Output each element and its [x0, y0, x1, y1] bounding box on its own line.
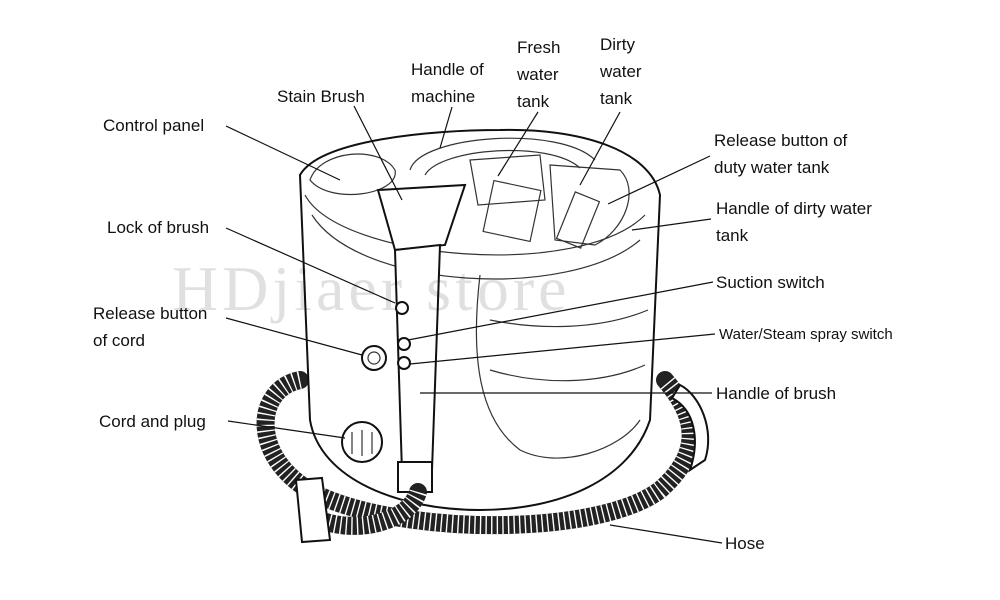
label-hose: Hose	[725, 534, 765, 553]
label-handle-dirty-tank-1: Handle of dirty water	[716, 199, 872, 218]
label-handle-of-brush: Handle of brush	[716, 384, 836, 403]
label-stain-brush: Stain Brush	[277, 87, 365, 106]
machine-handle	[409, 137, 596, 171]
label-dirty-water-tank-3: tank	[600, 89, 633, 108]
label-handle-dirty-tank-2: tank	[716, 226, 749, 245]
dirty-tank-shape	[549, 164, 630, 246]
control-panel-shape	[309, 153, 396, 196]
label-release-button-cord-1: Release button	[93, 304, 207, 323]
label-suction-switch: Suction switch	[716, 273, 825, 292]
labels: Control panel Stain Brush Handle of mach…	[93, 35, 893, 553]
label-cord-and-plug: Cord and plug	[99, 412, 206, 431]
watermark-text: HDjiaer store	[172, 253, 571, 324]
machine-illustration	[256, 128, 710, 544]
stain-brush-shape	[376, 183, 467, 252]
leader-lines	[225, 105, 723, 544]
label-handle-of-machine-2: machine	[411, 87, 475, 106]
fresh-tank-shape	[469, 154, 546, 206]
label-release-button-cord-2: of cord	[93, 331, 145, 350]
label-fresh-water-tank-2: water	[516, 65, 559, 84]
cord-release-knob	[361, 345, 387, 371]
hose-illustration	[256, 371, 700, 535]
label-water-steam-switch: Water/Steam spray switch	[719, 326, 893, 343]
label-release-button-duty-tank-1: Release button of	[714, 131, 848, 150]
label-control-panel: Control panel	[103, 116, 204, 135]
label-dirty-water-tank-1: Dirty	[600, 35, 635, 54]
label-handle-of-machine-1: Handle of	[411, 60, 484, 79]
label-release-button-duty-tank-2: duty water tank	[714, 158, 830, 177]
label-lock-of-brush: Lock of brush	[107, 218, 209, 237]
label-dirty-water-tank-2: water	[599, 62, 642, 81]
label-fresh-water-tank-3: tank	[517, 92, 550, 111]
label-fresh-water-tank-1: Fresh	[517, 38, 560, 57]
